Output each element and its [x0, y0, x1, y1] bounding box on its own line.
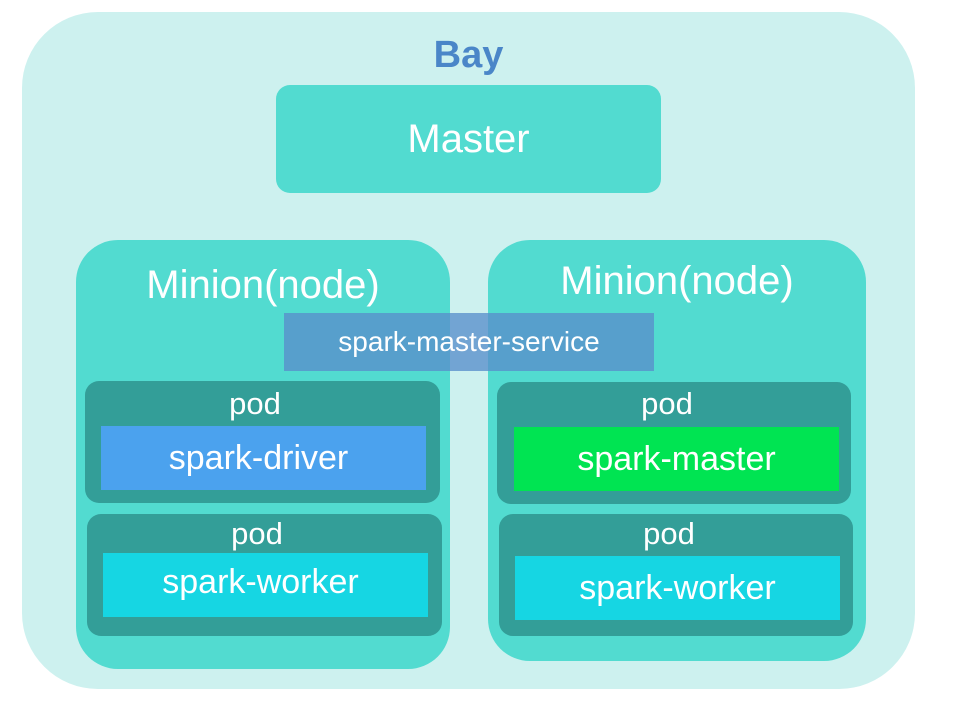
spark-driver-container: spark-driver: [101, 426, 426, 490]
spark-master-service: spark-master-service: [284, 313, 654, 371]
master-box: Master: [276, 85, 661, 193]
pod-master-label: pod: [641, 386, 693, 421]
pod-worker-left-label: pod: [231, 516, 283, 551]
bay-title: Bay: [433, 33, 504, 76]
pod-worker-right-label: pod: [643, 516, 695, 551]
minion-right-label: Minion(node): [560, 258, 794, 303]
pod-driver-label: pod: [229, 386, 281, 421]
spark-worker-right-container: spark-worker: [515, 556, 840, 620]
spark-worker-left-container: spark-worker: [103, 553, 428, 617]
spark-master-container: spark-master: [514, 427, 839, 491]
minion-left-label: Minion(node): [146, 262, 380, 307]
